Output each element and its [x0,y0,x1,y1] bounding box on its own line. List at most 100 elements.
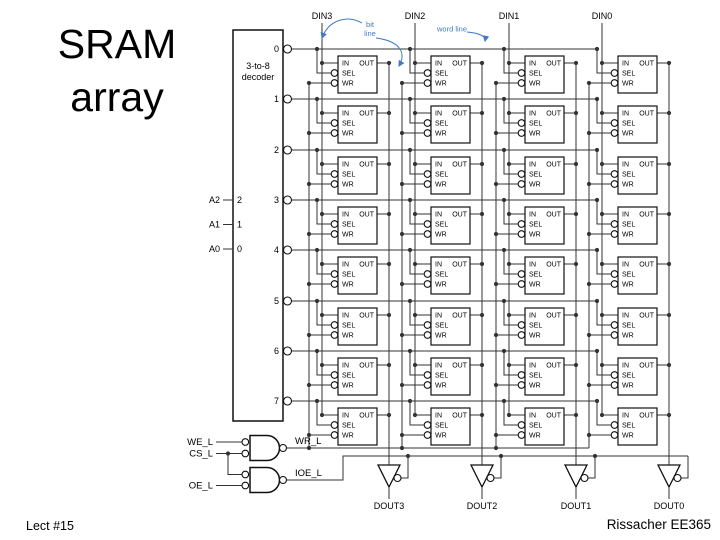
cell-pin-in: IN [529,61,536,68]
wr-bubble [517,79,526,87]
junction-dot [666,412,672,418]
junction-dot [479,261,485,267]
junction-dot [586,231,592,237]
sram-cell [337,156,378,195]
word-line-arrow [466,31,490,43]
junction-dot [319,161,325,167]
sram-cell [617,407,658,446]
junction-dot [399,382,405,388]
wr-bubble [610,431,619,439]
sram-cell [337,307,378,346]
decoder-output-bubble [282,346,293,356]
wr-bubble [517,180,526,188]
cell-pin-sel: SEL [435,323,448,330]
junction-dot [319,60,325,66]
cell-pin-out: OUT [452,363,468,370]
cell-pin-wr: WR [435,383,447,390]
cell-pin-in: IN [622,413,629,420]
sel-bubble [330,270,339,278]
we-label: WE_L [187,437,213,448]
junction-dot [306,80,312,86]
wr-bubble [517,331,526,339]
sram-cell [617,357,658,396]
cell-pin-out: OUT [359,162,375,169]
junction-dot [493,231,499,237]
decoder-output-pin: 7 [274,396,279,406]
cell-pin-in: IN [342,61,349,68]
sel-bubble [610,119,619,127]
junction-dot [666,211,672,217]
sram-cell [617,307,658,346]
cell-pin-in: IN [342,111,349,118]
cell-pin-sel: SEL [342,423,355,430]
sel-wire [316,301,332,326]
cell-pin-out: OUT [639,61,655,68]
gate-input-bubble [241,449,250,458]
dout-label: DOUT2 [467,501,498,511]
ioel-label: IOE_L [295,468,322,479]
decoder-output-pin: 0 [274,44,279,54]
cell-pin-in: IN [622,111,629,118]
cell-pin-sel: SEL [529,71,542,78]
junction-dot [386,261,392,267]
junction-dot [493,130,499,136]
wrl-label: WR_L [295,436,321,447]
junction-dot [479,412,485,418]
junction-dot [386,110,392,116]
sel-wire [503,99,519,124]
cell-pin-out: OUT [359,413,375,420]
enable-wire [588,456,596,479]
cell-pin-out: OUT [359,262,375,269]
decoder-input-pin: 1 [237,220,242,230]
sel-wire [596,250,612,275]
junction-dot [599,110,605,116]
decoder-output-bubble [282,94,293,104]
cell-pin-in: IN [529,162,536,169]
sel-wire [316,200,332,225]
cell-pin-out: OUT [546,61,562,68]
junction-dot [306,130,312,136]
junction-dot [573,261,579,267]
decoder-output-bubble [282,145,293,155]
sel-wire [503,351,519,376]
cell-pin-wr: WR [622,433,634,440]
cell-pin-out: OUT [639,313,655,320]
cell-pin-out: OUT [546,162,562,169]
sel-bubble [330,69,339,77]
sel-wire [316,401,332,426]
sram-cell [337,105,378,144]
sel-bubble [610,270,619,278]
sel-bubble [610,371,619,379]
junction-dot [319,412,325,418]
junction-dot [412,110,418,116]
gate-input-bubble [241,438,250,446]
cell-pin-wr: WR [622,182,634,189]
wr-bubble [610,180,619,188]
cell-pin-in: IN [435,363,442,370]
junction-dot [599,312,605,318]
cell-pin-in: IN [435,212,442,219]
cell-pin-out: OUT [452,162,468,169]
cell-pin-wr: WR [435,81,447,88]
sel-bubble [517,270,526,278]
cell-pin-out: OUT [359,313,375,320]
cell-pin-out: OUT [546,313,562,320]
bit-line-annotation: line [364,29,376,38]
sel-bubble [330,220,339,228]
junction-dot [399,130,405,136]
cell-pin-out: OUT [546,111,562,118]
cell-pin-out: OUT [639,262,655,269]
sel-bubble [517,69,526,77]
junction-dot [506,161,512,167]
cell-pin-in: IN [435,61,442,68]
junction-dot [306,231,312,237]
cell-pin-sel: SEL [622,121,635,128]
cell-pin-sel: SEL [622,423,635,430]
junction-dot [493,281,499,287]
sram-cell [337,55,378,94]
cell-pin-sel: SEL [529,172,542,179]
sel-bubble [517,119,526,127]
cell-pin-wr: WR [342,433,354,440]
sel-wire [316,150,332,175]
cell-pin-out: OUT [639,111,655,118]
